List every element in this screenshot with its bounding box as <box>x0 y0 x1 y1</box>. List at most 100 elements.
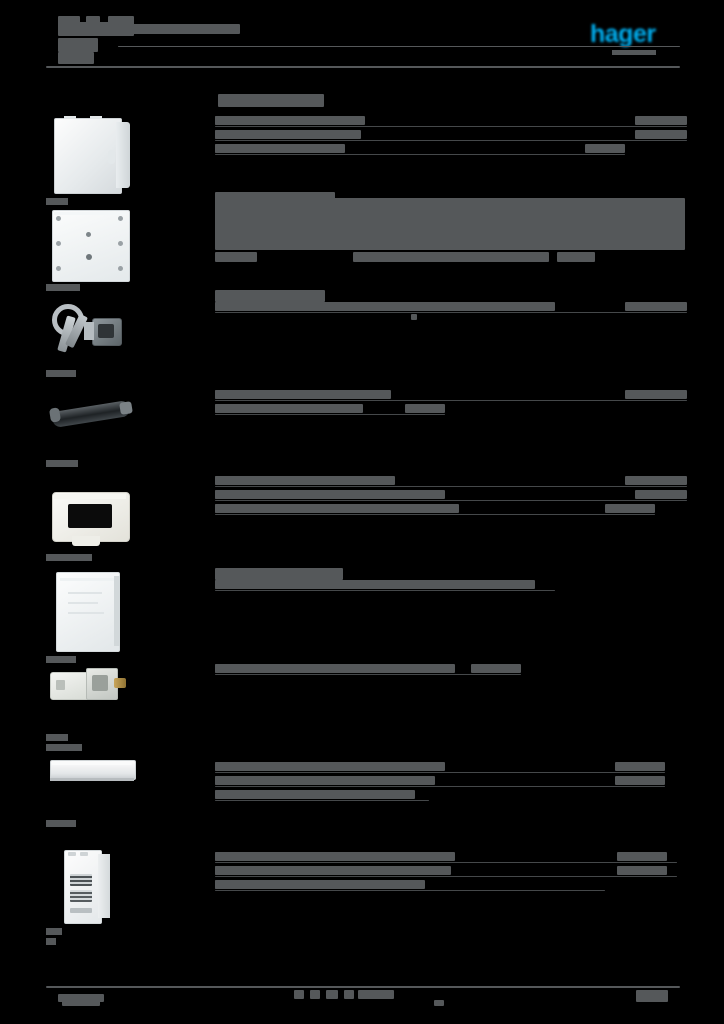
module-terminal-2 <box>80 852 88 856</box>
product-lock-barrel-caption-0 <box>46 460 78 467</box>
section-trim-row-0-separator <box>215 772 665 773</box>
section-din-modules-row-1-description <box>215 866 451 875</box>
enclosure-side <box>116 122 130 188</box>
section-accessories-row-0-description <box>215 302 555 311</box>
footer-center-text-1 <box>310 990 320 999</box>
pouch-seam-top <box>60 578 114 581</box>
section-frames-row-2-separator <box>215 514 655 515</box>
section-din-modules-row-1-reference <box>215 866 231 875</box>
footer-center-text-4 <box>358 990 394 999</box>
section-frames-row-2-description <box>215 504 459 513</box>
product-trim-strip <box>46 756 142 827</box>
product-surround-frame-caption-0 <box>46 554 92 561</box>
section-document-pouch-row-0-separator <box>215 590 555 591</box>
footer-left-text <box>58 994 104 1002</box>
section-din-modules-row-1-separator <box>215 876 677 877</box>
page-header: hager <box>0 0 724 82</box>
section-connectors-row-0-separator <box>215 674 521 675</box>
footer-center-text-0 <box>294 990 304 999</box>
page-title-block-6 <box>58 52 94 64</box>
plate-highlight <box>54 212 126 215</box>
section-frames-row-1-reference <box>215 490 231 499</box>
product-din-module-photo <box>46 848 142 924</box>
section-trim-row-1-reference <box>215 776 231 785</box>
section-frames-row-2-price <box>605 504 655 513</box>
plate-body <box>52 210 130 282</box>
section-enclosures-row-1-separator <box>215 140 687 141</box>
plate-fixing-4 <box>56 241 61 246</box>
section-trim-row-0-reference <box>215 762 231 771</box>
section-document-pouch-row-0-reference <box>215 580 231 589</box>
section-block-large-paragraph-block <box>215 198 685 250</box>
section-frames-row-0-reference <box>215 476 231 485</box>
module-label <box>70 908 92 913</box>
strip-highlight <box>52 761 132 765</box>
frame-top-highlight <box>54 494 126 499</box>
section-enclosures-row-2-separator <box>215 154 625 155</box>
page-title-block-3 <box>58 22 134 36</box>
section-din-modules-row-0-reference <box>215 852 231 861</box>
pouch-spine <box>114 576 120 646</box>
section-enclosures <box>205 86 691 986</box>
section-frames-row-2-reference <box>215 504 231 513</box>
section-accessories-row-0-separator <box>215 312 687 313</box>
section-accessories-title <box>215 290 325 302</box>
product-back-plate-photo <box>46 206 142 282</box>
section-block-large-subblock-3 <box>557 252 595 262</box>
product-connector-terminal <box>46 662 142 751</box>
product-din-module-caption-0 <box>46 928 62 935</box>
product-enclosure-white-cabinet-caption-0 <box>46 198 68 205</box>
section-trim-row-0-description <box>215 762 445 771</box>
product-document-pouch-photo <box>46 570 142 652</box>
section-accessories-row-1-marker <box>411 314 417 320</box>
lock-collar <box>84 322 94 340</box>
footer-center-text-3 <box>344 990 354 999</box>
enclosure-latch <box>108 150 115 164</box>
section-enclosures-row-0-price <box>635 116 687 125</box>
section-accessories <box>205 86 691 986</box>
section-frames <box>205 86 691 986</box>
section-enclosures-title <box>218 94 324 107</box>
section-locks-row-0-description <box>215 390 391 399</box>
product-document-pouch-caption-0 <box>46 656 76 663</box>
plate-fixing-0 <box>56 216 61 221</box>
plate-centre-hole-2 <box>86 254 92 260</box>
product-document-pouch <box>46 570 142 682</box>
connector-port <box>92 675 108 691</box>
footer-center-text-5 <box>434 1000 444 1006</box>
frame-aperture <box>68 504 112 528</box>
connector-screw-brass <box>114 678 126 688</box>
footer-left-text-2 <box>62 1000 100 1006</box>
section-enclosures-row-2-description <box>215 144 345 153</box>
product-back-plate-caption-0 <box>46 284 80 291</box>
section-connectors <box>205 86 691 986</box>
section-trim-row-2-reference <box>215 790 231 799</box>
section-locks-row-0-reference <box>215 390 233 399</box>
section-locks-row-1-separator <box>215 414 445 415</box>
section-frames-row-1-price <box>635 490 687 499</box>
section-trim-row-1-separator <box>215 786 665 787</box>
section-frames-row-0-price <box>625 476 687 485</box>
section-document-pouch-title <box>215 568 343 580</box>
product-lock-keys-caption-0 <box>46 370 76 377</box>
hager-logo-subtext <box>612 50 656 55</box>
section-frames-row-1-separator <box>215 500 687 501</box>
product-connector-terminal-photo <box>46 662 142 716</box>
product-back-plate <box>46 206 142 312</box>
section-block-large-subblock-2 <box>353 252 549 262</box>
product-surround-frame <box>46 484 142 576</box>
section-frames-row-0-separator <box>215 486 687 487</box>
plate-fixing-1 <box>56 266 61 271</box>
section-block-large-subblock-1 <box>215 252 257 262</box>
header-rule-0 <box>118 46 680 47</box>
section-enclosures-row-0-description <box>215 116 365 125</box>
section-locks-row-0-price <box>625 390 687 399</box>
section-din-modules-row-2-separator <box>215 890 605 891</box>
section-document-pouch-row-0-description <box>215 580 535 589</box>
section-din-modules-row-2-description <box>215 880 425 889</box>
product-lock-barrel <box>46 392 142 474</box>
connector-clip <box>56 680 65 690</box>
module-terminal-1 <box>68 852 76 856</box>
section-din-modules-row-0-price <box>617 852 667 861</box>
